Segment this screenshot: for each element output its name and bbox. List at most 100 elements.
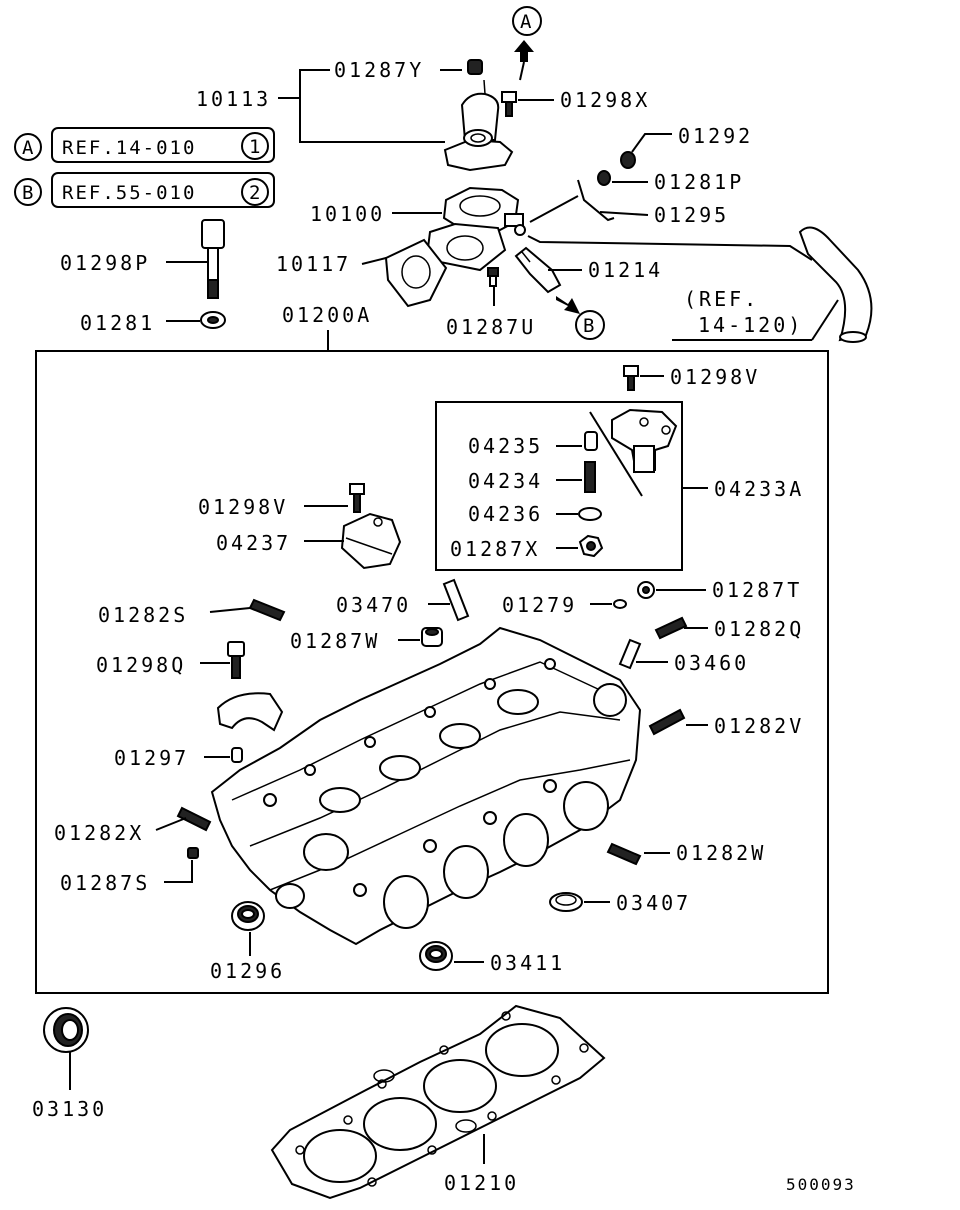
cylinder-head[interactable] [210, 626, 642, 946]
temperature-sensor-01214[interactable] [514, 246, 562, 294]
part-callout-label[interactable]: 01279 [502, 593, 577, 617]
part-callout-label[interactable]: 01287U [446, 315, 536, 339]
part-callout-label[interactable]: 01298Q [96, 653, 186, 677]
nut-01287Y[interactable] [467, 59, 483, 75]
reference-label: B [583, 315, 596, 337]
stud-01282S[interactable] [248, 598, 286, 622]
part-callout-label[interactable]: 01282X [54, 821, 144, 845]
part-callout-label[interactable]: 04237 [216, 531, 291, 555]
reference-label: REF.55-010 [62, 182, 196, 204]
cover-04237[interactable] [340, 512, 402, 570]
hose-ref-14-120[interactable] [798, 226, 873, 343]
dowel-03470[interactable] [442, 578, 470, 622]
ref-b-marker[interactable] [14, 178, 42, 206]
head-gasket-01210[interactable] [270, 1004, 606, 1200]
nut-01287X[interactable] [578, 534, 604, 558]
ref-a-box[interactable] [51, 127, 275, 163]
ref-a-arrow-marker[interactable] [512, 6, 542, 36]
stud-01282W[interactable] [606, 842, 642, 866]
part-callout-label[interactable]: 01282V [714, 714, 804, 738]
nut-01287T[interactable] [637, 581, 655, 599]
part-callout-label[interactable]: 01297 [114, 746, 189, 770]
ref-a-marker[interactable] [14, 133, 42, 161]
bracket-01295[interactable] [577, 179, 615, 222]
seal-03411[interactable] [419, 941, 453, 971]
part-callout-label[interactable]: 01282S [98, 603, 188, 627]
sensor-subassembly-frame [435, 401, 683, 571]
thermostat-housing[interactable] [426, 186, 526, 272]
sensor-04233A[interactable] [611, 408, 678, 474]
part-callout-label[interactable]: 01287X [450, 537, 540, 561]
bolt-01298P[interactable] [201, 219, 225, 299]
plug-01297[interactable] [231, 747, 243, 763]
part-callout-label[interactable]: 04234 [468, 469, 543, 493]
reference-label: REF.14-010 [62, 137, 196, 159]
bolt-01298X[interactable] [501, 91, 517, 117]
part-callout-label[interactable]: 03407 [616, 891, 691, 915]
part-callout-label[interactable]: 04233A [714, 477, 804, 501]
part-callout-label[interactable]: 10113 [196, 87, 271, 111]
part-callout-label[interactable]: 04235 [468, 434, 543, 458]
water-outlet-fitting[interactable] [443, 79, 514, 172]
reference-label: 2 [249, 182, 262, 204]
washer-01279[interactable] [613, 599, 627, 609]
part-callout-label[interactable]: 01281 [80, 311, 155, 335]
seal-01296[interactable] [231, 901, 265, 931]
part-callout-label[interactable]: 01287T [712, 578, 802, 602]
part-callout-label[interactable]: 01298X [560, 88, 650, 112]
bearing-cap[interactable] [216, 692, 284, 732]
part-callout-label[interactable]: 03130 [32, 1097, 107, 1121]
part-callout-label[interactable]: 01287S [60, 871, 150, 895]
part-callout-label[interactable]: 03470 [336, 593, 411, 617]
part-callout-label[interactable]: 04236 [468, 502, 543, 526]
part-callout-label[interactable]: 01282Q [714, 617, 804, 641]
gasket-10117[interactable] [384, 238, 448, 308]
part-callout-label[interactable]: 01287W [290, 629, 380, 653]
part-callout-label[interactable]: 01281P [654, 170, 744, 194]
stud-01282X[interactable] [176, 806, 212, 832]
arrow-to-b-icon [556, 296, 580, 314]
seal-03407[interactable] [549, 892, 583, 912]
part-callout-label[interactable]: 01282W [676, 841, 766, 865]
diagram-code: 500093 [786, 1175, 856, 1194]
part-callout-label[interactable]: 01210 [444, 1171, 519, 1195]
label-01200A[interactable]: 01200A [282, 303, 372, 327]
reference-label: (REF. [684, 287, 759, 311]
reference-label: 14-120) [698, 313, 803, 337]
ref-b-arrow-marker[interactable] [575, 310, 605, 340]
dowel-03460[interactable] [618, 638, 642, 670]
cylinder-head-assembly-frame [35, 350, 829, 994]
plug-01287W[interactable] [421, 627, 443, 647]
oil-seal-03130[interactable] [43, 1007, 89, 1053]
part-callout-label[interactable]: 01292 [678, 124, 753, 148]
part-callout-label[interactable]: 01287Y [334, 58, 424, 82]
part-callout-label[interactable]: 01298V [670, 365, 760, 389]
washer-01292[interactable] [620, 151, 636, 169]
part-callout-label[interactable]: 01298P [60, 251, 150, 275]
part-callout-label[interactable]: 03460 [674, 651, 749, 675]
reference-label: A [22, 137, 35, 159]
reference-label: B [22, 182, 35, 204]
o-ring-04236[interactable] [578, 507, 602, 521]
part-callout-label[interactable]: 01295 [654, 203, 729, 227]
part-04235[interactable] [584, 431, 598, 451]
stud-01282Q[interactable] [654, 616, 688, 640]
plug-01287S[interactable] [187, 847, 199, 859]
part-callout-label[interactable]: 10117 [276, 252, 351, 276]
part-callout-label[interactable]: 03411 [490, 951, 565, 975]
part-callout-label[interactable]: 10100 [310, 202, 385, 226]
reference-label: A [520, 11, 533, 33]
nut-01281P[interactable] [597, 170, 611, 186]
bolt-01298V-top[interactable] [623, 365, 639, 391]
part-callout-label[interactable]: 01214 [588, 258, 663, 282]
nut-01281[interactable] [200, 311, 226, 329]
stud-01282V[interactable] [648, 708, 686, 736]
part-callout-label[interactable]: 01298V [198, 495, 288, 519]
bolt-01298Q[interactable] [227, 641, 245, 679]
bolt-01287U[interactable] [487, 267, 499, 287]
part-callout-label[interactable]: 01296 [210, 959, 285, 983]
spring-04234[interactable] [584, 461, 596, 493]
bolt-01298V-left[interactable] [349, 483, 365, 513]
ref-b-box[interactable] [51, 172, 275, 208]
